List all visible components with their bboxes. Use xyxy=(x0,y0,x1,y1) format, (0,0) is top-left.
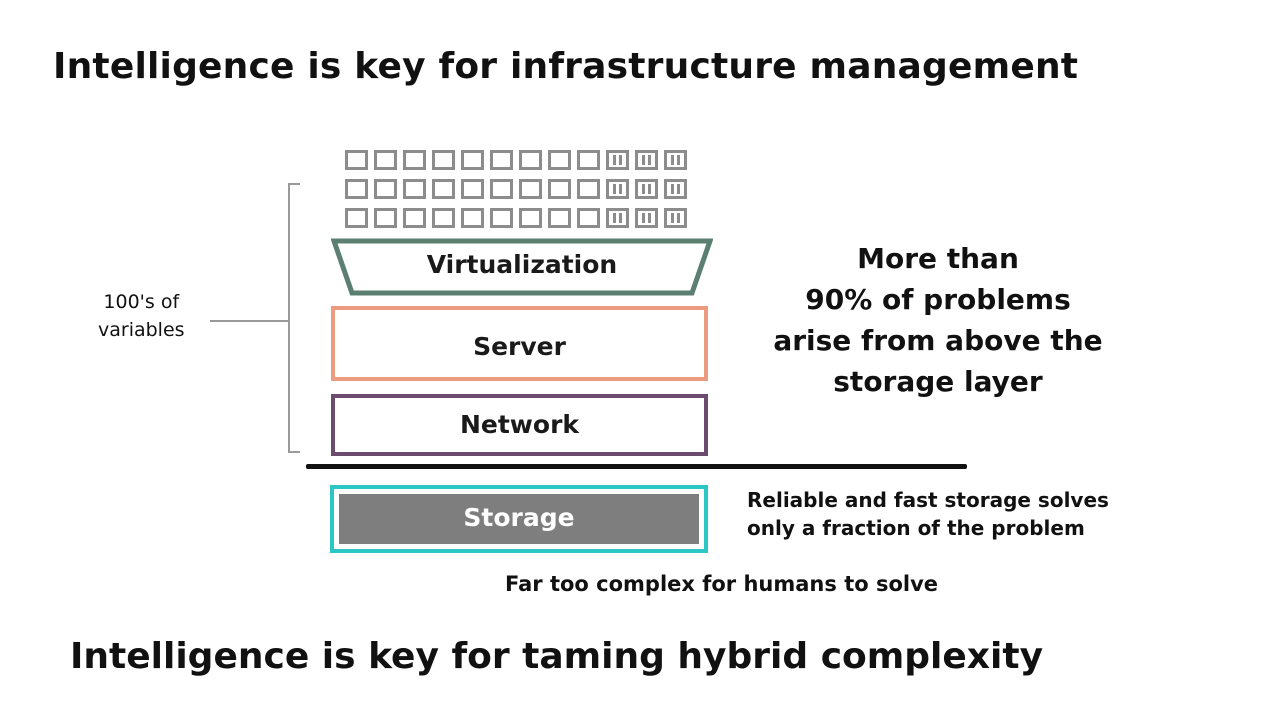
network-layer: Network xyxy=(331,394,708,456)
vm-instance-icon xyxy=(374,208,397,228)
vm-instance-icon xyxy=(577,179,600,199)
virtualization-label-box: Virtualization xyxy=(331,250,713,284)
vm-instance-icon xyxy=(577,150,600,170)
callout-line2: 90% of problems xyxy=(805,283,1071,316)
vm-instance-icon xyxy=(519,179,542,199)
problems-callout: More than 90% of problems arise from abo… xyxy=(770,238,1106,402)
storage-label: Storage xyxy=(463,503,575,532)
vm-instance-icon xyxy=(345,179,368,199)
vm-instance-icon xyxy=(403,150,426,170)
vm-instance-icon xyxy=(664,179,687,199)
vm-instance-icon xyxy=(490,150,513,170)
callout-line3: arise from above the xyxy=(773,324,1103,357)
vm-instance-icon xyxy=(461,150,484,170)
vm-instance-icon xyxy=(432,150,455,170)
vm-instance-icon xyxy=(461,179,484,199)
variables-label-line1: 100's of xyxy=(103,291,180,313)
callout-line4: storage layer xyxy=(833,365,1043,398)
vm-grid xyxy=(345,150,695,237)
vm-instance-icon xyxy=(548,150,571,170)
vm-instance-icon xyxy=(374,179,397,199)
page-title: Intelligence is key for infrastructure m… xyxy=(53,46,1079,87)
storage-layer: Storage xyxy=(330,485,708,553)
footer-title: Intelligence is key for taming hybrid co… xyxy=(70,636,1044,677)
storage-note-line1: Reliable and fast storage solves xyxy=(747,488,1109,512)
variables-label: 100's of variables xyxy=(98,288,185,344)
vm-instance-icon xyxy=(606,179,629,199)
vm-instance-icon xyxy=(664,208,687,228)
callout-line1: More than xyxy=(857,242,1019,275)
storage-note-line2: only a fraction of the problem xyxy=(747,516,1085,540)
vm-instance-icon xyxy=(635,179,658,199)
vm-instance-icon xyxy=(635,208,658,228)
vm-instance-icon xyxy=(519,150,542,170)
virtualization-label: Virtualization xyxy=(426,250,618,279)
vm-instance-icon xyxy=(490,179,513,199)
network-label: Network xyxy=(459,410,580,439)
vm-instance-icon xyxy=(606,208,629,228)
vm-instance-icon xyxy=(664,150,687,170)
vm-instance-icon xyxy=(635,150,658,170)
vm-instance-icon xyxy=(345,208,368,228)
vm-row xyxy=(345,179,695,199)
vm-instance-icon xyxy=(490,208,513,228)
complexity-note: Far too complex for humans to solve xyxy=(505,572,939,596)
server-layer: Server xyxy=(331,306,708,381)
storage-fill xyxy=(339,494,699,544)
vm-instance-icon xyxy=(461,208,484,228)
storage-note: Reliable and fast storage solves only a … xyxy=(747,486,1109,542)
vm-instance-icon xyxy=(403,208,426,228)
virtualization-shape xyxy=(331,238,713,296)
vm-instance-icon xyxy=(403,179,426,199)
vm-instance-icon xyxy=(374,150,397,170)
variables-label-line2: variables xyxy=(98,319,185,341)
vm-instance-icon xyxy=(606,150,629,170)
vm-instance-icon xyxy=(432,208,455,228)
vm-instance-icon xyxy=(548,179,571,199)
bracket-connector xyxy=(210,320,288,322)
virtualization-layer xyxy=(331,238,713,296)
vm-row xyxy=(345,150,695,170)
vm-row xyxy=(345,208,695,228)
vm-instance-icon xyxy=(432,179,455,199)
variables-bracket xyxy=(288,183,300,453)
server-label: Server xyxy=(473,332,566,361)
vm-instance-icon xyxy=(345,150,368,170)
vm-instance-icon xyxy=(519,208,542,228)
storage-divider-line xyxy=(306,464,967,469)
vm-instance-icon xyxy=(548,208,571,228)
vm-instance-icon xyxy=(577,208,600,228)
